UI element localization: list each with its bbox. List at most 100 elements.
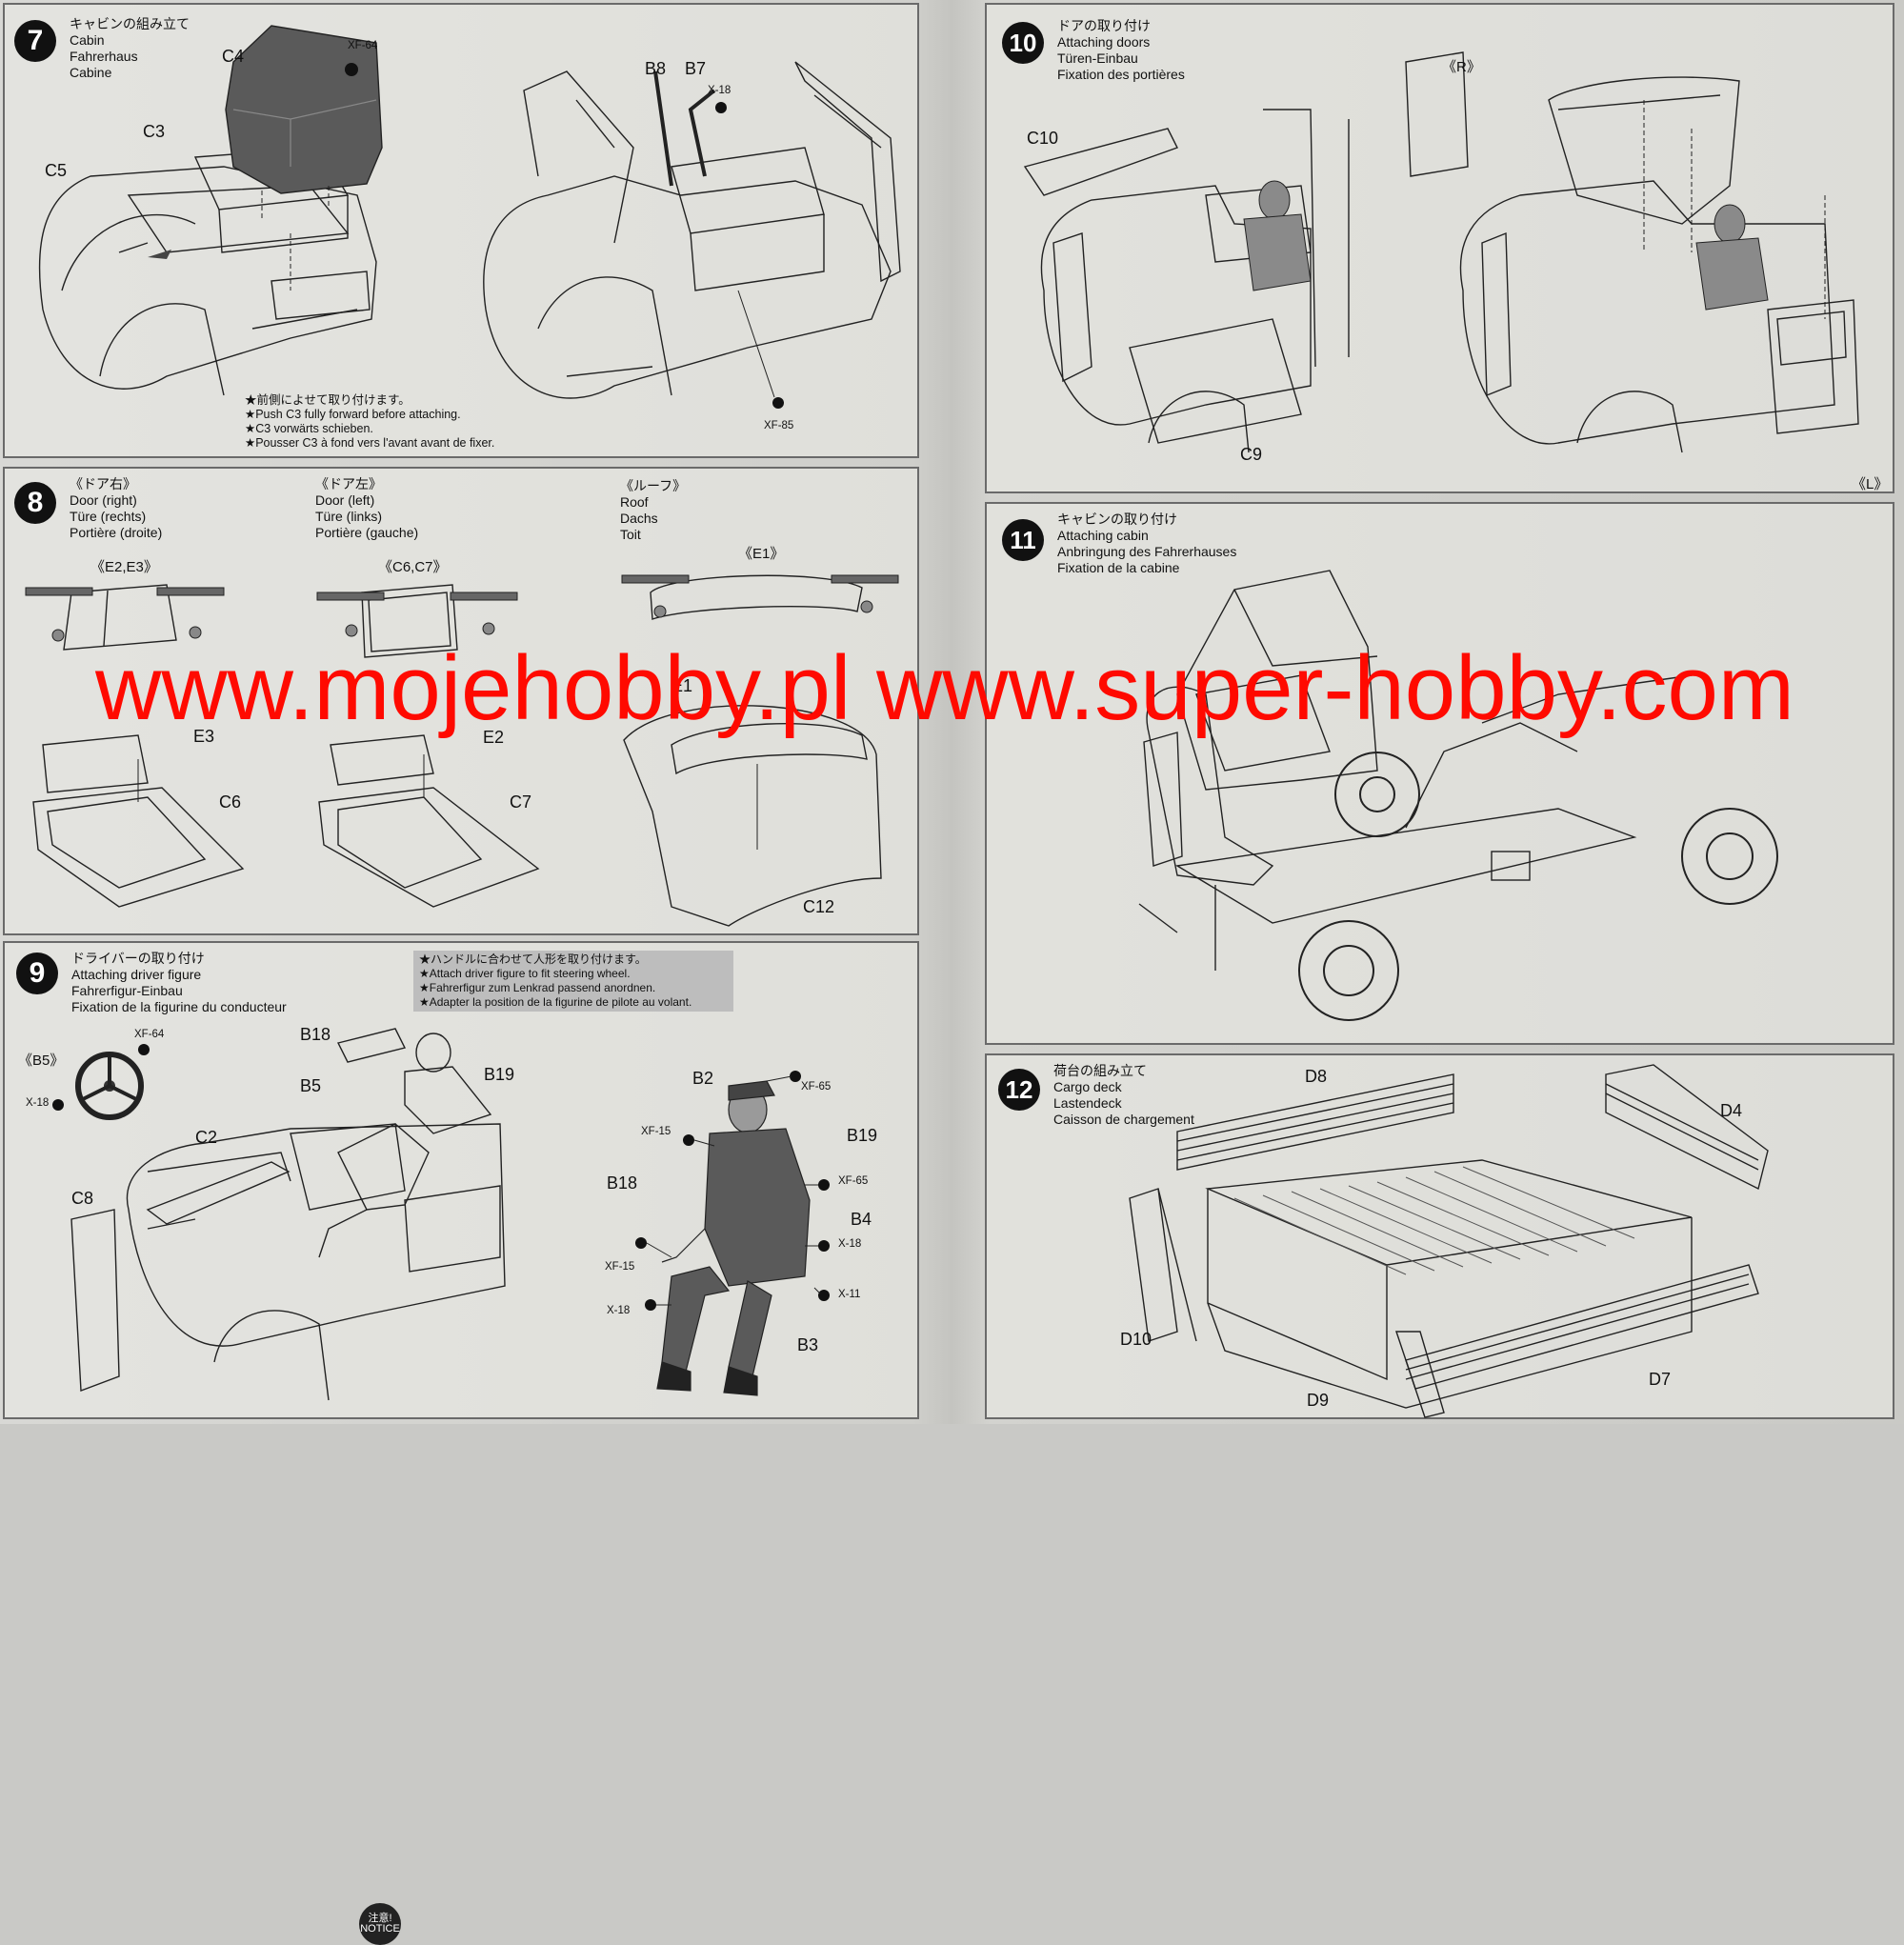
step-title: キャビンの組み立て Cabin Fahrerhaus Cabine <box>70 16 190 81</box>
part-b19-label: B19 <box>484 1065 515 1084</box>
title-fr: Portière (gauche) <box>315 525 419 540</box>
parts-e1: 《E1》 <box>738 546 785 562</box>
title-de: Fahrerfigur-Einbau <box>71 983 183 998</box>
part-c7-label: C7 <box>510 792 532 812</box>
part-b4-label: B4 <box>851 1210 872 1229</box>
notice-lines: ★ハンドルに合わせて人形を取り付けます。 ★Attach driver figu… <box>419 952 691 1010</box>
step-10-panel: 10 ドアの取り付け Attaching doors Türen-Einbau … <box>985 3 1894 493</box>
part-b5-label: B5 <box>300 1076 322 1095</box>
step-title: 荷台の組み立て Cargo deck Lastendeck Caisson de… <box>1053 1063 1194 1128</box>
notice-jp: ★ハンドルに合わせて人形を取り付けます。 <box>419 952 647 966</box>
part-c3-label: C3 <box>143 122 166 141</box>
right-door-label: 《R》 <box>1442 59 1481 75</box>
part-d10-label: D10 <box>1120 1330 1152 1349</box>
notice-en: ★Attach driver figure to fit steering wh… <box>419 967 631 980</box>
step-title: ドアの取り付け Attaching doors Türen-Einbau Fix… <box>1057 18 1185 83</box>
part-c12-label: C12 <box>803 897 835 916</box>
title-de: Lastendeck <box>1053 1095 1122 1111</box>
part-b5-parens: 《B5》 <box>18 1053 65 1069</box>
title-fr: Cabine <box>70 65 112 80</box>
note-jp: ★前側によせて取り付けます。 <box>245 393 411 407</box>
step-number: 8 <box>14 482 56 524</box>
part-d4-label: D4 <box>1720 1101 1743 1120</box>
parts-e2-e3: 《E2,E3》 <box>90 559 158 575</box>
title-fr: Toit <box>620 527 641 542</box>
title-de: Anbringung des Fahrerhauses <box>1057 544 1237 559</box>
note-fr: ★Pousser C3 à fond vers l'avant avant de… <box>245 436 495 450</box>
title-de: Türe (rechts) <box>70 509 147 524</box>
part-c6-label: C6 <box>219 792 242 812</box>
notice-badge: 注意! NOTICE <box>359 1903 401 1945</box>
part-b8-label: B8 <box>645 59 667 78</box>
title-en: Attaching doors <box>1057 34 1151 50</box>
parts-c6-c7: 《C6,C7》 <box>378 559 448 575</box>
title-fr: Fixation des portières <box>1057 67 1185 82</box>
part-b7-label: B7 <box>685 59 707 78</box>
paint-xf85: XF-85 <box>764 420 794 431</box>
step-12-panel: 12 荷台の組み立て Cargo deck Lastendeck Caisson… <box>985 1053 1894 1419</box>
part-e1-label: E1 <box>671 676 693 695</box>
doors-roof-drawing <box>25 574 899 927</box>
title-en: Door (right) <box>70 492 137 508</box>
paint-x18: X-18 <box>708 85 732 96</box>
part-c2-label: C2 <box>195 1128 218 1147</box>
cabin-chassis-drawing <box>1138 570 1778 1021</box>
step-number: 9 <box>16 952 58 994</box>
title-jp: 《ルーフ》 <box>620 478 687 493</box>
title-de: Dachs <box>620 511 658 526</box>
cargo-deck-drawing <box>1129 1064 1769 1418</box>
paint-x11: X-11 <box>838 1289 861 1300</box>
step-9-panel: 9 ドライバーの取り付け Attaching driver figure Fah… <box>3 941 919 1945</box>
title-fr: Fixation de la cabine <box>1057 560 1180 575</box>
notice-de: ★Fahrerfigur zum Lenkrad passend anordne… <box>419 981 656 994</box>
step-number: 11 <box>1002 519 1044 561</box>
watermark-text: www.mojehobby.pl www.super-hobby.com <box>95 637 1794 739</box>
step-7-panel: 7 キャビンの組み立て Cabin Fahrerhaus Cabine <box>3 3 919 458</box>
part-c8-label: C8 <box>71 1189 94 1208</box>
title-jp: 荷台の組み立て <box>1053 1063 1147 1078</box>
part-b18-label: B18 <box>300 1025 331 1044</box>
part-b19b-label: B19 <box>847 1126 878 1145</box>
step7-notes: ★前側によせて取り付けます。 ★Push C3 fully forward be… <box>245 393 494 451</box>
paint-xf64: XF-64 <box>348 40 378 51</box>
title-fr: Caisson de chargement <box>1053 1112 1194 1127</box>
title-fr: Fixation de la figurine du conducteur <box>71 999 287 1014</box>
part-b3-label: B3 <box>797 1335 819 1354</box>
title-en: Cargo deck <box>1053 1079 1122 1094</box>
title-en: Roof <box>620 494 649 510</box>
step-number: 12 <box>998 1069 1040 1111</box>
title-jp: ドライバーの取り付け <box>71 951 205 966</box>
note-de: ★C3 vorwärts schieben. <box>245 422 373 435</box>
step-11-panel: 11 キャビンの取り付け Attaching cabin Anbringung … <box>985 502 1894 1045</box>
part-c9-label: C9 <box>1240 445 1263 464</box>
title-en: Door (left) <box>315 492 375 508</box>
part-d8-label: D8 <box>1305 1067 1328 1086</box>
title-jp: ドアの取り付け <box>1057 18 1151 33</box>
part-c5-label: C5 <box>45 161 68 180</box>
title-jp: キャビンの取り付け <box>1057 511 1177 527</box>
notice-fr: ★Adapter la position de la figurine de p… <box>419 995 692 1009</box>
door-right-title: 《ドア右》 Door (right) Türe (rechts) Portièr… <box>70 476 162 541</box>
title-de: Türe (links) <box>315 509 383 524</box>
driver-figure-drawing <box>52 1028 830 1401</box>
title-fr: Portière (droite) <box>70 525 163 540</box>
door-left-title: 《ドア左》 Door (left) Türe (links) Portière … <box>315 476 418 541</box>
step-number: 7 <box>14 20 56 62</box>
paint-x18-c: X-18 <box>607 1305 631 1316</box>
title-en: Cabin <box>70 32 105 48</box>
part-c4-label: C4 <box>222 47 245 66</box>
part-d7-label: D7 <box>1649 1370 1672 1389</box>
title-jp: 《ドア左》 <box>315 476 382 491</box>
title-jp: キャビンの組み立て <box>70 16 190 31</box>
paint-xf15-a: XF-15 <box>641 1126 671 1137</box>
notice-box: ★ハンドルに合わせて人形を取り付けます。 ★Attach driver figu… <box>413 951 733 1012</box>
step-title: キャビンの取り付け Attaching cabin Anbringung des… <box>1057 511 1236 576</box>
part-e3-label: E3 <box>193 727 215 746</box>
title-de: Fahrerhaus <box>70 49 138 64</box>
note-en: ★Push C3 fully forward before attaching. <box>245 408 461 421</box>
paint-x18-b: X-18 <box>838 1238 862 1250</box>
part-b18b-label: B18 <box>607 1173 638 1193</box>
title-de: Türen-Einbau <box>1057 50 1138 66</box>
paint-xf65-a: XF-65 <box>801 1081 832 1093</box>
